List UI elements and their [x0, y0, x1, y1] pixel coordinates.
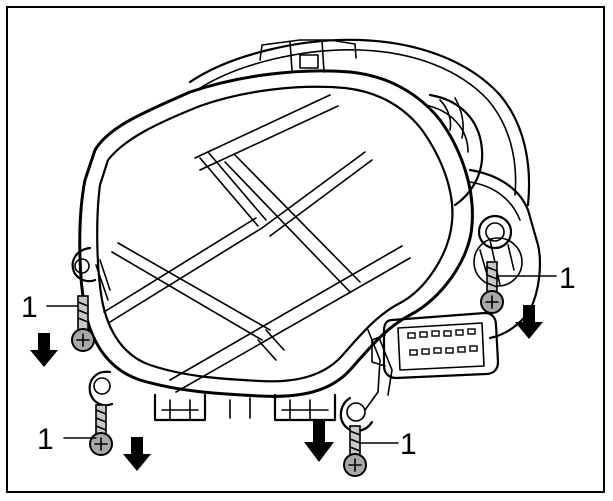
- callout-label-bottom-center: 1: [400, 428, 417, 461]
- callout-label-left-upper: 1: [21, 291, 38, 324]
- screw-right[interactable]: [480, 261, 504, 314]
- connector-icon: [371, 311, 500, 380]
- callout-label-left-lower: 1: [37, 423, 54, 456]
- callout-leaders: [46, 275, 557, 444]
- screw-bottom-center[interactable]: [343, 425, 367, 477]
- screw-icon: [71, 261, 504, 477]
- mounting-tabs: [71, 246, 393, 432]
- screw-left-lower[interactable]: [89, 404, 113, 456]
- filter-cover: [78, 69, 474, 398]
- down-arrow-icon: [30, 305, 543, 471]
- callout-label-right: 1: [559, 262, 576, 295]
- screw-left-upper[interactable]: [71, 295, 95, 352]
